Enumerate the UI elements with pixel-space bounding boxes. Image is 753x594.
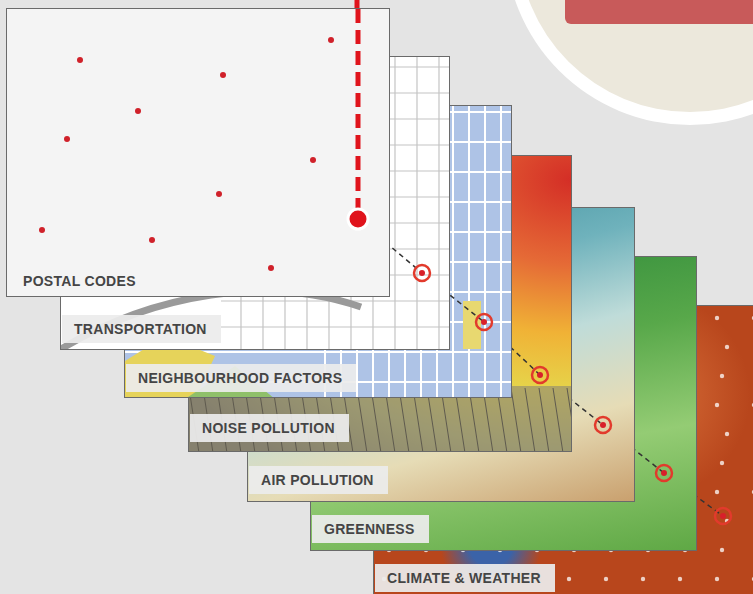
layer-label: POSTAL CODES: [23, 273, 136, 289]
weather-speckle: [715, 403, 719, 407]
street: [468, 106, 470, 398]
postal-dot: [328, 37, 334, 43]
road: [61, 291, 361, 349]
weather-speckle: [567, 577, 571, 581]
street: [416, 57, 417, 350]
badge-bar: [565, 0, 753, 24]
weather-speckle: [641, 577, 645, 581]
layer-label-tab: NOISE POLLUTION: [190, 414, 349, 442]
street: [452, 106, 454, 398]
location-marker: [532, 367, 548, 383]
location-marker: [414, 265, 430, 281]
weather-speckle: [678, 577, 682, 581]
weather-speckle: [725, 345, 729, 349]
map-layer: POSTAL CODES: [6, 8, 390, 297]
pin-dot: [348, 209, 368, 229]
location-marker: [656, 465, 672, 481]
postal-dot: [216, 191, 222, 197]
aerial-photo: [539, 388, 549, 452]
aerial-photo: [553, 388, 563, 452]
street: [221, 326, 450, 327]
layer-label: AIR POLLUTION: [261, 472, 374, 488]
pin-line: [356, 9, 361, 213]
postal-dot: [64, 136, 70, 142]
location-marker: [720, 513, 726, 519]
street: [484, 106, 486, 398]
location-marker: [476, 314, 492, 330]
weather-speckle: [604, 577, 608, 581]
layer-map: [7, 9, 390, 297]
location-marker: [715, 508, 731, 524]
weather-speckle: [720, 374, 724, 378]
weather-speckle: [752, 403, 753, 407]
postal-dot: [149, 237, 155, 243]
layer-label-tab: CLIMATE & WEATHER: [375, 564, 555, 592]
weather-speckle: [752, 490, 753, 494]
location-marker: [419, 270, 425, 276]
weather-speckle: [725, 432, 729, 436]
badge-ring: [505, 0, 753, 125]
layer-label: GREENNESS: [324, 521, 415, 537]
weather-speckle: [720, 461, 724, 465]
layer-label-tab: TRANSPORTATION: [62, 315, 221, 343]
weather-speckle: [715, 316, 719, 320]
postal-dot: [310, 157, 316, 163]
postal-dot: [268, 265, 274, 271]
layer-label: NEIGHBOURHOOD FACTORS: [138, 370, 342, 386]
badge-disc: [518, 0, 753, 112]
weather-speckle: [720, 548, 724, 552]
location-marker: [661, 470, 667, 476]
layer-label-tab: NEIGHBOURHOOD FACTORS: [126, 364, 356, 392]
weather-speckle: [752, 577, 753, 581]
layer-label: CLIMATE & WEATHER: [387, 570, 541, 586]
street: [500, 106, 502, 398]
location-marker: [481, 319, 487, 325]
location-marker: [600, 422, 606, 428]
postal-dot: [135, 108, 141, 114]
weather-speckle: [715, 490, 719, 494]
weather-speckle: [752, 316, 753, 320]
postal-dot: [39, 227, 45, 233]
location-marker: [537, 372, 543, 378]
layer-label-tab: AIR POLLUTION: [249, 466, 388, 494]
aerial-photo: [525, 388, 535, 452]
layer-label: NOISE POLLUTION: [202, 420, 335, 436]
weather-speckle: [715, 577, 719, 581]
postal-dot: [77, 57, 83, 63]
postal-dot: [220, 72, 226, 78]
street: [394, 57, 395, 350]
aerial-photo: [567, 388, 572, 452]
aerial-photo: [511, 388, 521, 452]
layer-label-tab: POSTAL CODES: [17, 267, 142, 295]
layer-label: TRANSPORTATION: [74, 321, 207, 337]
layer-label-tab: GREENNESS: [312, 515, 429, 543]
location-marker: [595, 417, 611, 433]
street: [438, 57, 439, 350]
